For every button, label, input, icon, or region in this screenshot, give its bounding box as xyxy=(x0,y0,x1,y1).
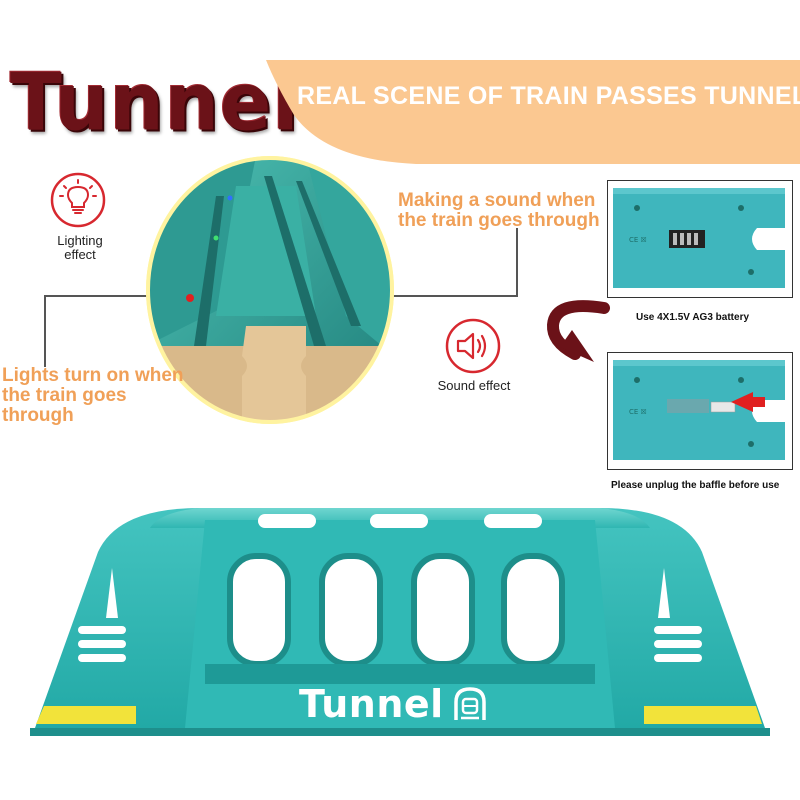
svg-text:CE ☒: CE ☒ xyxy=(629,408,647,416)
light-callout-line2: the train goes through xyxy=(2,385,127,426)
sound-callout-line2: the train goes through xyxy=(398,210,600,231)
light-callout: Lights turn on when the train goes throu… xyxy=(2,366,202,426)
tunnel-product-label: Tunnel xyxy=(299,682,444,726)
svg-text:CE ☒: CE ☒ xyxy=(629,236,647,244)
banner-text: REAL SCENE OF TRAIN PASSES TUNNEL xyxy=(297,82,800,110)
sound-callout: Making a sound when the train goes throu… xyxy=(398,191,608,231)
sound-effect-label: Sound effect xyxy=(437,378,511,393)
train-icon xyxy=(454,687,486,720)
baffle-image: CE ☒ xyxy=(607,352,793,470)
page-title: Tunnel xyxy=(10,54,300,149)
title-banner xyxy=(266,60,800,164)
lighting-effect-label: Lighting effect xyxy=(57,233,103,262)
sound-callout-line1: Making a sound when xyxy=(398,190,596,211)
battery-caption: Use 4X1.5V AG3 battery xyxy=(636,312,750,323)
tunnel-interior-image xyxy=(146,156,394,424)
tunnel-product-image xyxy=(30,508,770,736)
light-callout-line1: Lights turn on when xyxy=(2,365,184,386)
speaker-icon xyxy=(445,318,501,374)
battery-compartment-image: CE ☒ xyxy=(607,180,793,298)
light-bulb-icon xyxy=(50,172,106,228)
unplug-caption: Please unplug the baffle before use xyxy=(611,480,780,491)
